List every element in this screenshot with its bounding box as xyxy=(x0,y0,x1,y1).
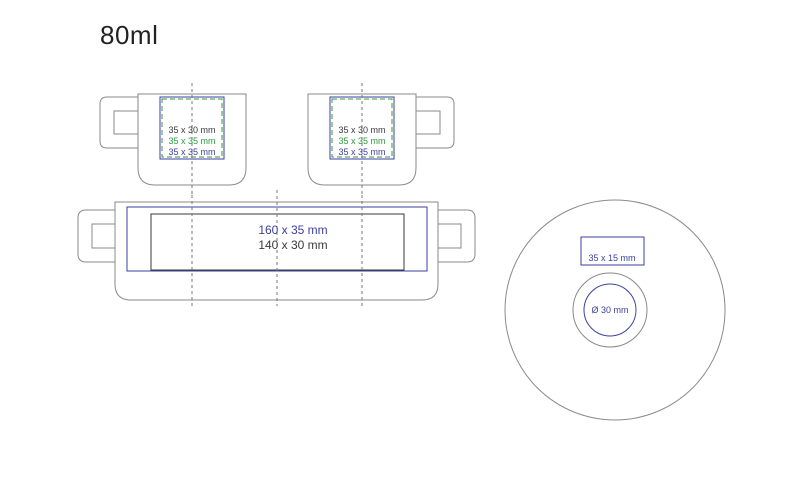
bottom-rect-print-area xyxy=(580,236,645,266)
left-mug-handle xyxy=(99,96,139,149)
wrap-left-handle xyxy=(77,209,116,263)
right-mug-handle xyxy=(415,96,455,149)
volume-title: 80ml xyxy=(100,20,159,50)
left-mug xyxy=(99,93,247,186)
bottom-outer-circle xyxy=(504,199,726,421)
right-mug xyxy=(307,93,455,186)
right-mug-label-3: 35 x 35 mm xyxy=(338,147,385,157)
right-mug-label-2: 35 x 35 mm xyxy=(338,136,385,146)
bottom-inner-circle-print-area xyxy=(583,283,637,337)
wrap-label-1: 160 x 35 mm xyxy=(258,223,327,237)
wrap-right-handle xyxy=(437,209,476,263)
left-mug-label-2: 35 x 35 mm xyxy=(168,136,215,146)
right-mug-label-1: 35 x 30 mm xyxy=(338,125,385,135)
right-mug-body xyxy=(307,93,417,186)
bottom-rect-label: 35 x 15 mm xyxy=(588,253,635,263)
wrap-view xyxy=(77,201,476,301)
wrap-label-2: 140 x 30 mm xyxy=(258,238,327,252)
left-mug-body xyxy=(137,93,247,186)
left-mug-label-1: 35 x 30 mm xyxy=(168,125,215,135)
bottom-circle-label: Ø 30 mm xyxy=(591,305,628,315)
bottom-inner-circle-outer xyxy=(572,272,648,348)
wrap-body xyxy=(114,201,439,301)
left-mug-label-3: 35 x 35 mm xyxy=(168,147,215,157)
